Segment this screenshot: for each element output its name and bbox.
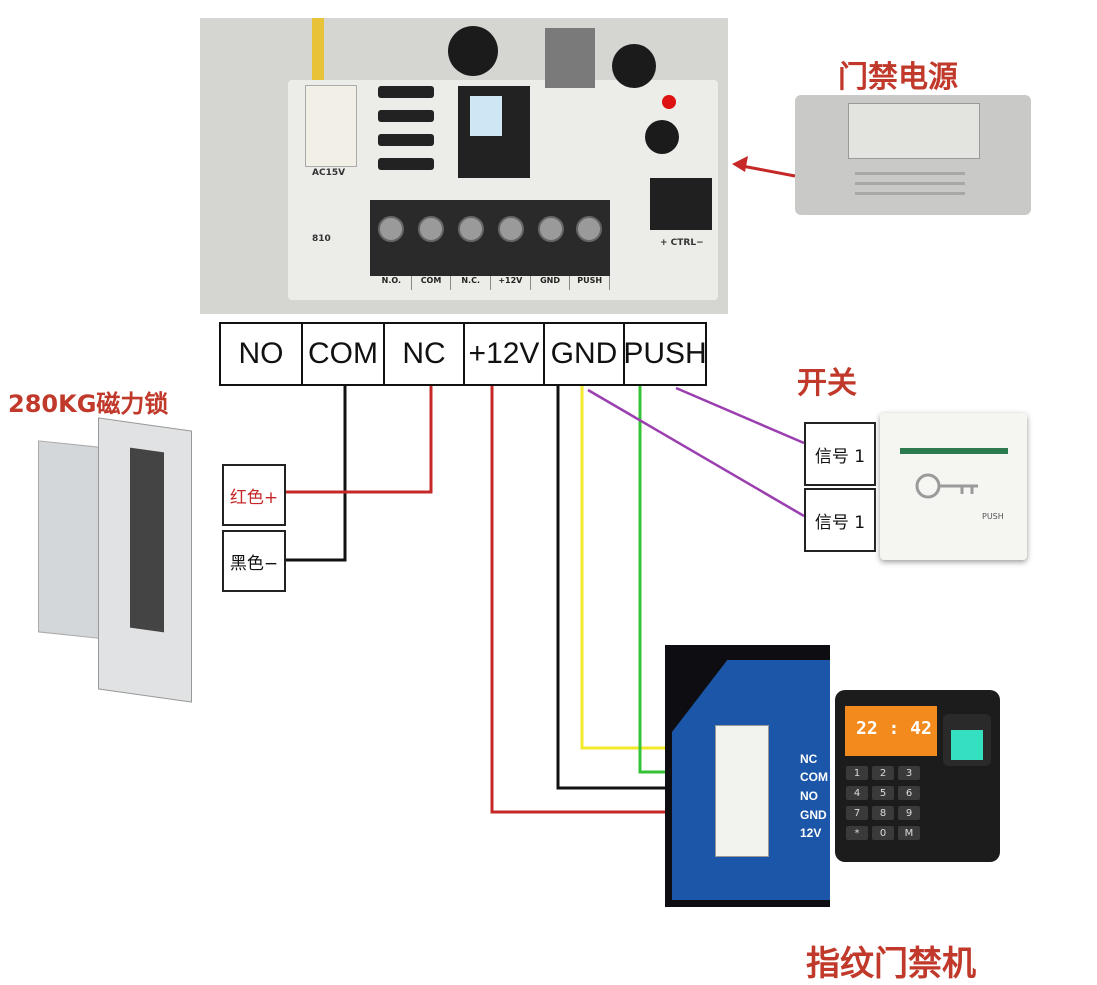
fp-pin-no: NO	[800, 789, 818, 803]
psu-vent	[855, 192, 965, 195]
ac-connector	[305, 85, 357, 167]
capacitor	[448, 26, 498, 76]
fp-pin-com: COM	[800, 770, 828, 784]
fingerprint-connector	[715, 725, 769, 857]
wire-nc-red	[286, 386, 433, 494]
wire-gnd-purple	[587, 388, 805, 518]
psu-vent	[855, 182, 965, 185]
keypad-key: *	[846, 826, 868, 840]
keypad-key: 1	[846, 766, 868, 780]
led	[662, 95, 676, 109]
capacitor	[645, 120, 679, 154]
keypad-key: 7	[846, 806, 868, 820]
wire-gnd-black	[556, 386, 680, 790]
keypad-key: M	[898, 826, 920, 840]
psu-nameplate	[848, 103, 980, 159]
keypad-key: 3	[898, 766, 920, 780]
keypad-key: 2	[872, 766, 894, 780]
power-supply-title: 门禁电源	[838, 60, 958, 95]
terminal-label: +12V	[491, 276, 531, 290]
pin-push: PUSH	[623, 337, 707, 370]
fingerprint-title: 指纹门禁机	[806, 944, 976, 984]
fp-pin-gnd: GND	[800, 808, 827, 822]
pin-12v: +12V	[465, 324, 545, 384]
keypad-key: 5	[872, 786, 894, 800]
ctrl-label: + CTRL−	[660, 238, 704, 248]
wire-gnd-yellow	[580, 386, 680, 750]
fingerprint-lcd	[845, 706, 937, 756]
fingerprint-sensor-glass	[951, 730, 983, 760]
wire-com-black	[286, 386, 347, 562]
ac-input-label: AC15V	[312, 168, 346, 178]
key-icon	[912, 470, 984, 502]
terminal-block	[370, 200, 610, 276]
lock-black-wire-label: 黑色−	[222, 530, 286, 592]
maglock-title: 280KG磁力锁	[8, 390, 169, 418]
diode	[378, 134, 434, 146]
switch-signal-1: 信号 1	[804, 422, 876, 486]
wire-12v-red	[490, 386, 680, 814]
board-id-label: 810	[312, 234, 331, 244]
terminal-labels: N.O. COM N.C. +12V GND PUSH	[372, 276, 611, 290]
arrow-line	[741, 164, 796, 178]
switch-face-label: PUSH	[982, 512, 1004, 521]
diode	[378, 110, 434, 122]
pin-com: COM	[303, 324, 385, 384]
arrow-head	[732, 156, 748, 172]
lcd-time: 22 : 42	[856, 718, 932, 739]
yellow-cable	[312, 18, 324, 90]
fp-pin-12v: 12V	[800, 826, 822, 840]
regulator	[545, 28, 595, 88]
keypad: 1 2 3 4 5 6 7 8 9 * 0 M	[846, 766, 924, 840]
psu-vent	[855, 172, 965, 175]
terminal-label: COM	[412, 276, 452, 290]
keypad-key: 4	[846, 786, 868, 800]
pin-table: NO COM NC +12V GND PUSH	[219, 322, 707, 386]
fp-pin-nc: NC	[800, 752, 818, 766]
diode	[378, 158, 434, 170]
diode	[378, 86, 434, 98]
terminal-label: GND	[531, 276, 571, 290]
exit-button-bar	[900, 448, 1008, 454]
terminal-label: N.C.	[451, 276, 492, 290]
relay-window	[470, 96, 502, 136]
wire-push-purple	[675, 386, 805, 445]
ctrl-terminal	[650, 178, 712, 230]
keypad-key: 8	[872, 806, 894, 820]
pin-nc: NC	[385, 324, 465, 384]
switch-signal-2: 信号 1	[804, 488, 876, 552]
terminal-label: PUSH	[570, 276, 611, 290]
switch-title: 开关	[797, 366, 857, 401]
keypad-key: 9	[898, 806, 920, 820]
keypad-key: 6	[898, 786, 920, 800]
terminal-label: N.O.	[372, 276, 412, 290]
keypad-key: 0	[872, 826, 894, 840]
pin-no: NO	[221, 324, 303, 384]
maglock-core	[130, 447, 164, 633]
pin-gnd: GND	[545, 324, 625, 384]
lock-red-wire-label: 红色+	[222, 464, 286, 526]
capacitor	[612, 44, 656, 88]
